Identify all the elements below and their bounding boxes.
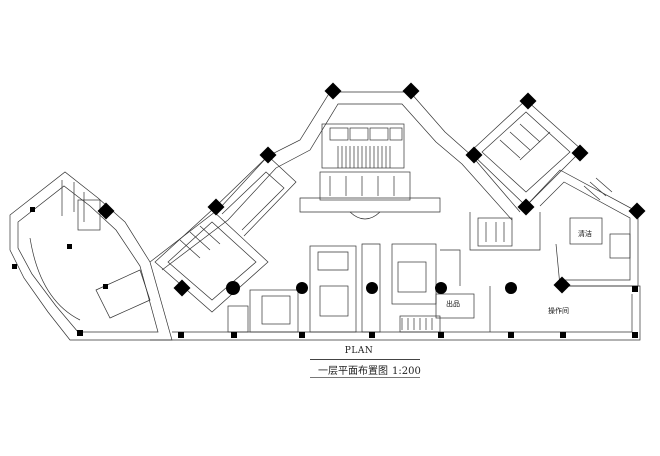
- drawing-scale: 1:200: [392, 366, 421, 377]
- room-label-display: 出品: [446, 299, 460, 308]
- drawing-title-cn-row: 一层平面布置图 1:200: [318, 362, 421, 377]
- room-label-operation: 操作间: [548, 306, 569, 315]
- room-label-cleaning: 清洁: [578, 229, 592, 238]
- drawing-title-block: PLAN 一层平面布置图 1:200: [300, 346, 460, 386]
- columns: [12, 82, 646, 338]
- drawing-title-cn: 一层平面布置图: [318, 366, 388, 377]
- title-underline-2: [310, 377, 420, 378]
- drawing-title-en: PLAN: [344, 346, 374, 356]
- title-underline: [310, 359, 420, 360]
- wall-lines: [9, 91, 641, 341]
